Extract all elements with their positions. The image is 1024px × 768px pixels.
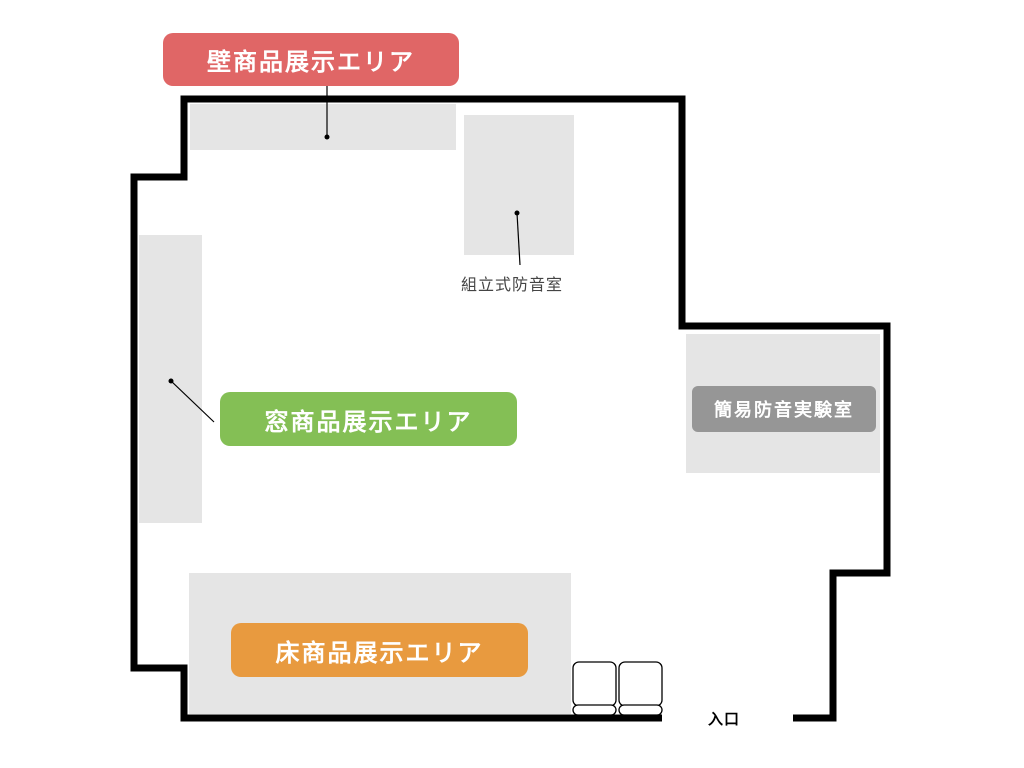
floor-area-label: 床商品展示エリア xyxy=(231,623,528,677)
assembly-soundproof-room-label: 組立式防音室 xyxy=(461,275,564,294)
chair-icon xyxy=(618,661,663,716)
simple-soundproof-room-label: 簡易防音実験室 xyxy=(692,386,876,432)
entrance-label: 入口 xyxy=(708,710,741,728)
wall-display-zone xyxy=(190,104,456,150)
window-area-label: 窓商品展示エリア xyxy=(220,392,517,446)
chair-icon xyxy=(572,661,617,716)
wall-area-label: 壁商品展示エリア xyxy=(163,33,459,86)
assembly-soundproof-zone xyxy=(464,115,574,255)
wall-outline xyxy=(130,95,891,722)
